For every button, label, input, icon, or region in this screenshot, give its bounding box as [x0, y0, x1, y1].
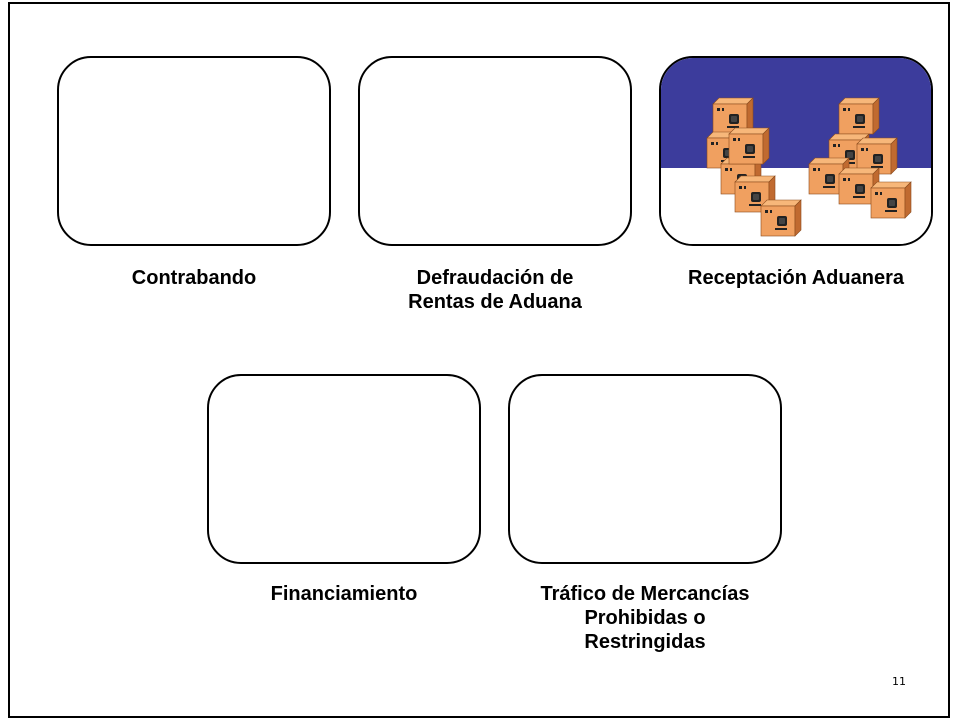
- label-receptacion: Receptación Aduanera: [688, 267, 904, 289]
- label-defraudacion: Defraudación de Rentas de Aduana: [408, 267, 582, 313]
- boxes-with-computers-illustration: [661, 58, 931, 244]
- card-trafico: [508, 374, 782, 564]
- card-financiamiento: [207, 374, 481, 564]
- card-defraudacion: [358, 56, 632, 246]
- card-receptacion: [659, 56, 933, 246]
- label-financiamiento: Financiamiento: [270, 583, 418, 605]
- card-contrabando: [57, 56, 331, 246]
- page-number: 11: [892, 675, 906, 688]
- label-trafico: Tráfico de Mercancías Prohibidas o Restr…: [540, 583, 750, 653]
- slide: Contrabando Defraudación de Rentas de Ad…: [8, 2, 950, 718]
- label-contrabando: Contrabando: [131, 267, 257, 289]
